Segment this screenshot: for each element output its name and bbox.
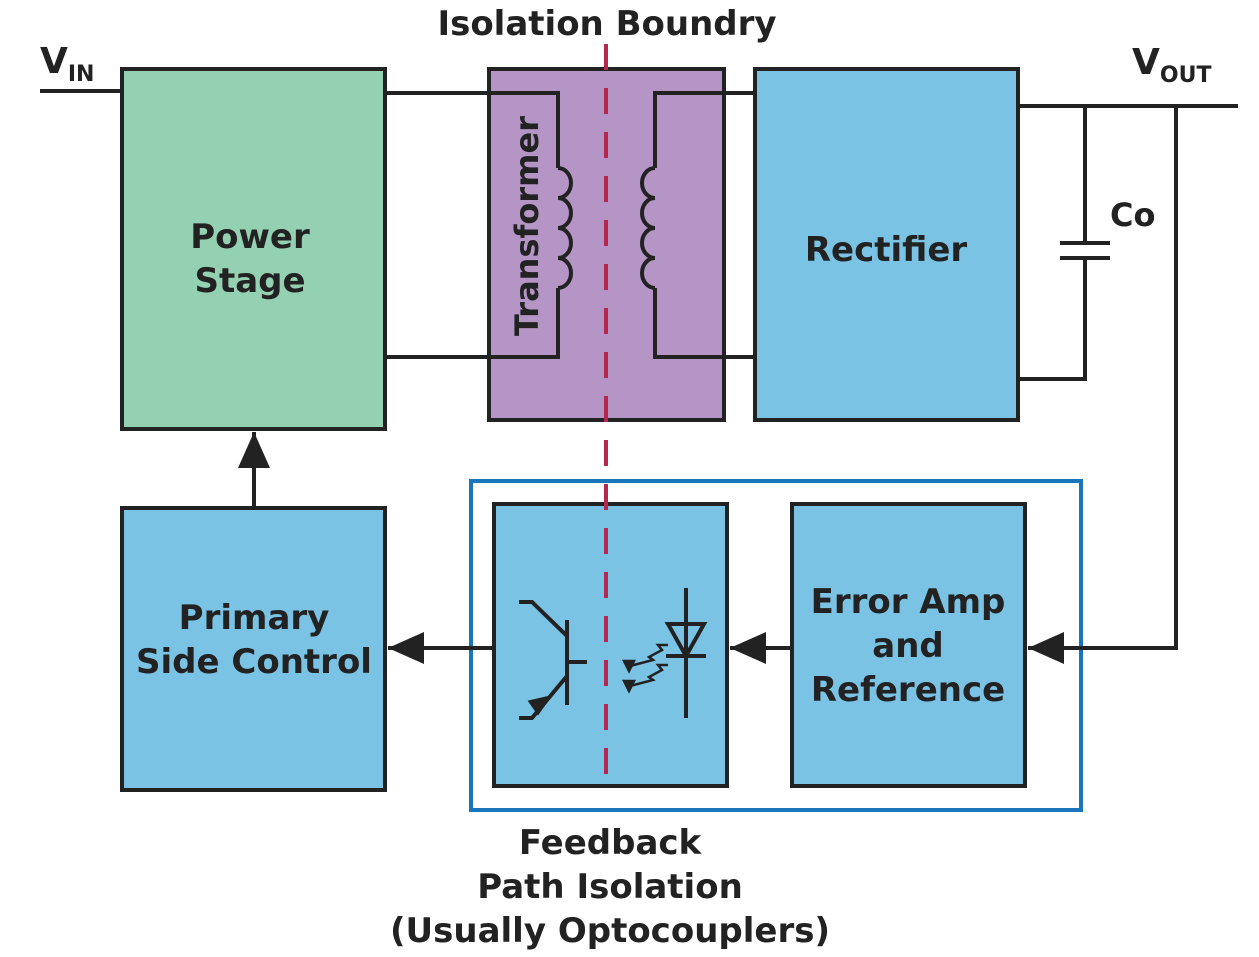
light-emission-icon [621,643,668,694]
power-stage-label-2: Stage [194,261,305,301]
primary-winding [385,91,573,359]
transformer-label: Transformer [508,116,546,336]
capacitor-label: Co [1110,196,1155,234]
error-amp-label-3: Reference [811,670,1005,710]
optocoupler-block [492,502,729,788]
rectifier-block [753,67,1020,422]
rectifier-label: Rectifier [805,230,968,270]
primary-side-control-label: Primary [179,598,330,638]
feedback-caption-2: Path Isolation [477,867,743,907]
primary-side-control-block [120,506,387,792]
power-stage-label: Power [190,217,310,257]
power-stage-block [120,67,387,431]
vin-label: VIN [40,41,94,87]
feedback-caption-3: (Usually Optocouplers) [390,911,830,951]
output-capacitor [1018,106,1110,381]
secondary-winding [640,91,755,359]
error-amp-block [790,502,1027,788]
feedback-path-frame [469,479,1083,812]
phototransistor-icon [519,600,587,720]
vout-label: VOUT [1132,42,1211,88]
feedback-wire [1028,106,1178,664]
isolation-boundary-label: Isolation Boundry [437,4,776,44]
error-amp-label-2: and [872,626,944,666]
error-amp-label: Error Amp [811,582,1006,622]
feedback-caption: Feedback [519,823,703,863]
primary-side-control-label-2: Side Control [136,642,372,682]
led-icon [664,588,708,718]
